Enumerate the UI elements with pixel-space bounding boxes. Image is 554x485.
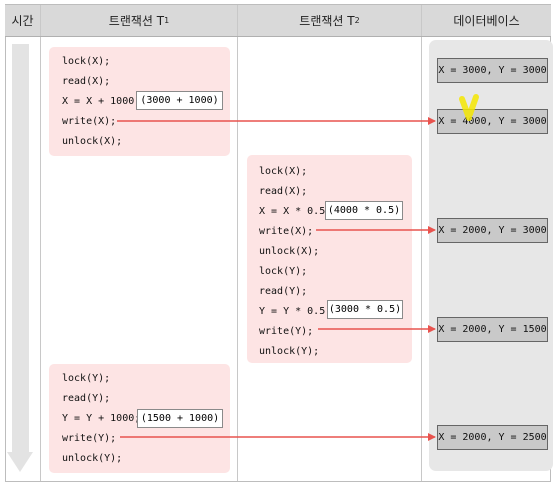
column-divider bbox=[40, 5, 41, 481]
t1-line: lock(X); bbox=[62, 56, 111, 67]
t1-line: read(X); bbox=[62, 76, 111, 87]
t2-line: lock(X); bbox=[259, 166, 308, 177]
header-time: 시간 bbox=[5, 5, 40, 36]
t2-line: write(Y); bbox=[259, 326, 314, 337]
t1-calc-x: (3000 + 1000) bbox=[136, 91, 223, 110]
time-arrow-head bbox=[7, 452, 33, 472]
t1-line: write(X); bbox=[62, 116, 117, 127]
t1-line: unlock(Y); bbox=[62, 453, 123, 464]
t2-line: write(X); bbox=[259, 226, 314, 237]
t2-calc-x: (4000 * 0.5) bbox=[325, 201, 403, 220]
t2-line: unlock(Y); bbox=[259, 346, 320, 357]
t2-calc-y: (3000 * 0.5) bbox=[327, 300, 403, 319]
t1-calc-y: (1500 + 1000) bbox=[137, 409, 223, 428]
db-state: X = 2000, Y = 1500 bbox=[437, 317, 548, 342]
db-state: X = 4000, Y = 3000 bbox=[437, 109, 548, 134]
t2-line: X = X * 0.5; bbox=[259, 206, 332, 217]
db-state: X = 2000, Y = 3000 bbox=[437, 218, 548, 243]
t1-line: Y = Y + 1000; bbox=[62, 413, 141, 424]
column-divider bbox=[421, 5, 422, 481]
t1-line: write(Y); bbox=[62, 433, 117, 444]
db-state: X = 3000, Y = 3000 bbox=[437, 58, 548, 83]
highlight-check-mark bbox=[459, 94, 479, 121]
header-database: 데이터베이스 bbox=[422, 5, 551, 36]
t2-line: read(X); bbox=[259, 186, 308, 197]
column-divider bbox=[237, 5, 238, 481]
t1-line: unlock(X); bbox=[62, 136, 123, 147]
t1-line: read(Y); bbox=[62, 393, 111, 404]
t2-line: Y = Y * 0.5; bbox=[259, 306, 332, 317]
t1-line: X = X + 1000; bbox=[62, 96, 141, 107]
t1-line: lock(Y); bbox=[62, 373, 111, 384]
t2-line: lock(Y); bbox=[259, 266, 308, 277]
t2-line: read(Y); bbox=[259, 286, 308, 297]
t2-line: unlock(X); bbox=[259, 246, 320, 257]
time-arrow-shaft bbox=[12, 44, 29, 454]
header-divider bbox=[5, 36, 551, 37]
db-state: X = 2000, Y = 2500 bbox=[437, 425, 548, 450]
